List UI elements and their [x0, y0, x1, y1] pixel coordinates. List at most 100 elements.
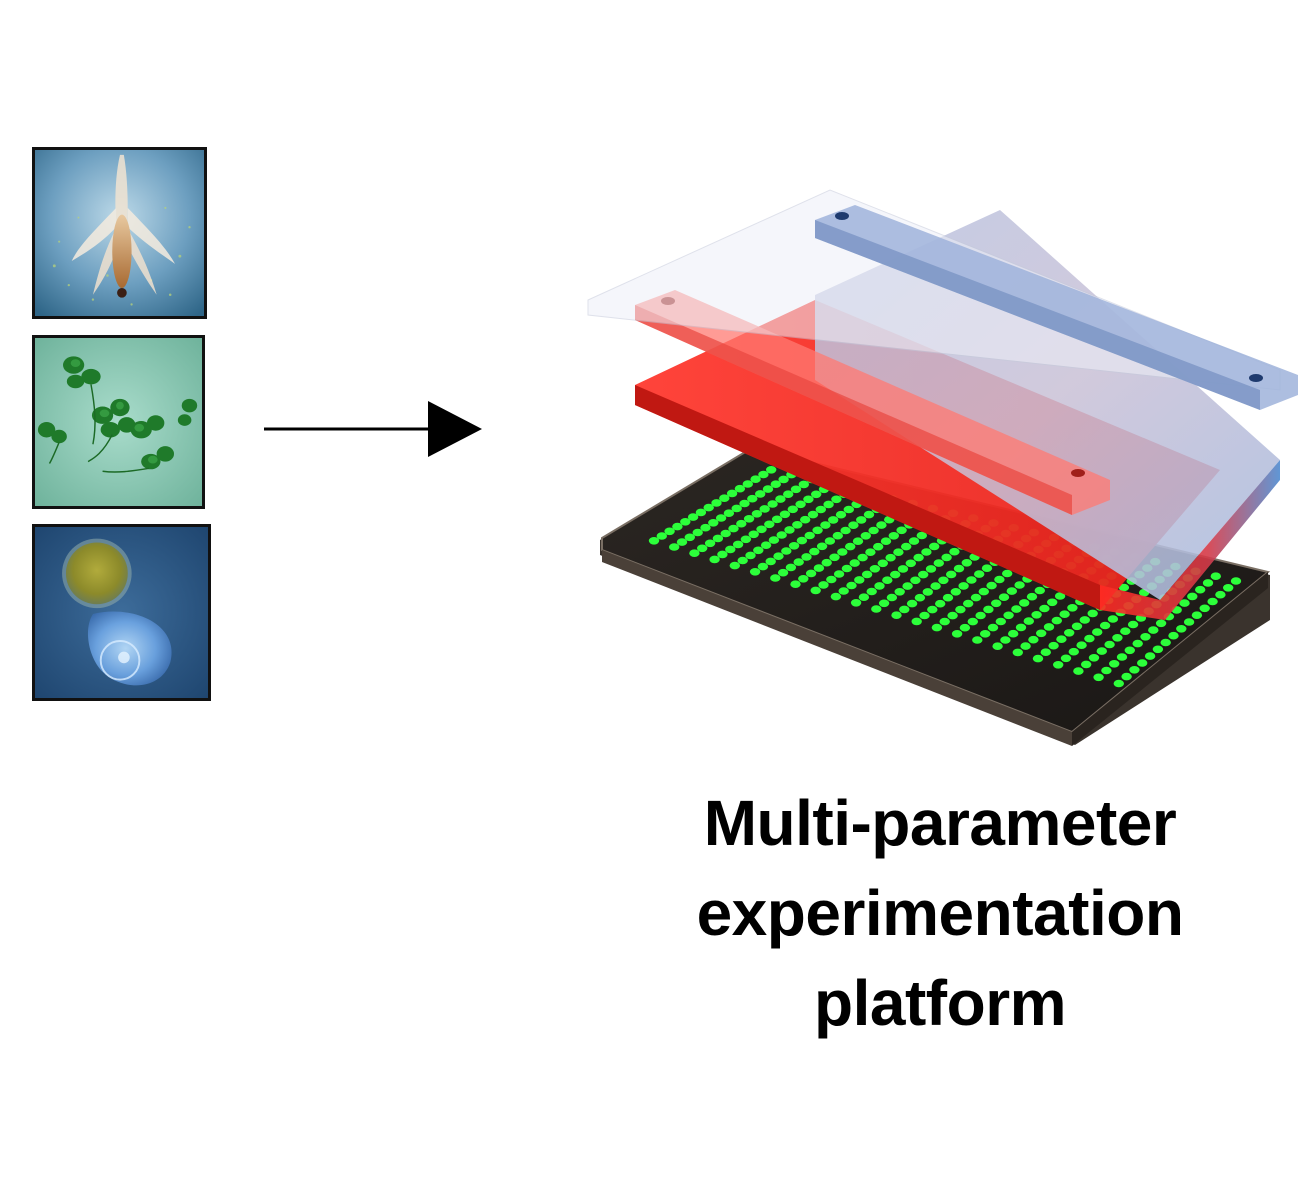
well [729, 561, 740, 570]
well [925, 565, 937, 573]
well [876, 521, 887, 529]
well [704, 539, 716, 548]
well [987, 623, 999, 632]
well [760, 541, 772, 549]
well [1140, 633, 1151, 641]
well [1101, 666, 1112, 675]
well [720, 529, 731, 538]
well [1064, 629, 1075, 637]
well [837, 548, 848, 556]
well [1053, 661, 1064, 669]
well [1048, 641, 1059, 650]
well [830, 592, 842, 601]
well [804, 531, 815, 540]
well [787, 505, 798, 514]
well [783, 490, 794, 499]
well [1031, 611, 1042, 619]
well [1195, 585, 1206, 594]
well [840, 526, 851, 535]
well [672, 522, 683, 531]
well [980, 630, 991, 638]
well [1034, 586, 1045, 595]
well [848, 521, 859, 529]
well [878, 599, 890, 608]
well [1121, 672, 1132, 681]
well [1118, 583, 1130, 592]
well [1012, 648, 1023, 657]
platform-caption: Multi-parameter experimentation platform [600, 778, 1280, 1048]
well [1160, 638, 1171, 647]
well [1008, 629, 1019, 638]
well [736, 519, 747, 528]
well [860, 532, 871, 540]
caption-line-2: experimentation [696, 877, 1184, 949]
well [1132, 639, 1143, 648]
well [1043, 623, 1055, 631]
well [726, 489, 738, 498]
well [902, 582, 913, 590]
well [873, 542, 884, 551]
well [901, 542, 912, 551]
well [1032, 654, 1044, 663]
well [811, 490, 822, 499]
well [938, 576, 949, 585]
well [845, 542, 856, 551]
well [1215, 590, 1226, 599]
well [1006, 587, 1017, 595]
well [854, 576, 865, 584]
well [1060, 654, 1072, 663]
well [992, 642, 1003, 650]
well [813, 564, 825, 572]
well [829, 553, 840, 562]
well [831, 495, 842, 504]
well [947, 611, 958, 620]
well [770, 480, 781, 489]
well [676, 538, 688, 546]
well [790, 485, 802, 494]
well [1148, 626, 1159, 634]
well [1020, 642, 1031, 650]
well [648, 537, 660, 545]
well [906, 599, 918, 608]
well [846, 581, 857, 590]
well [1087, 609, 1098, 618]
well [765, 557, 776, 566]
well [891, 611, 902, 619]
well [1096, 647, 1107, 655]
well [930, 582, 941, 590]
platform-illustration [580, 180, 1299, 760]
well [1179, 599, 1190, 607]
well [1129, 666, 1140, 674]
well [762, 485, 774, 493]
well [931, 623, 943, 632]
well [800, 515, 811, 524]
well [974, 570, 985, 578]
well [1081, 660, 1092, 669]
well [1210, 572, 1221, 580]
well [1088, 654, 1100, 662]
well [933, 559, 944, 567]
well [824, 537, 836, 545]
well [963, 599, 974, 608]
well [922, 588, 933, 596]
well [1040, 648, 1051, 656]
well [1054, 592, 1066, 600]
well [725, 545, 736, 554]
well [656, 532, 667, 540]
well [910, 576, 921, 585]
well [939, 617, 950, 626]
well [715, 514, 727, 522]
well [777, 568, 789, 577]
well [749, 568, 761, 576]
well [921, 548, 932, 556]
well [1036, 629, 1047, 638]
well [1223, 584, 1234, 592]
well [1207, 597, 1218, 606]
well [1099, 621, 1111, 630]
well [1202, 579, 1214, 587]
well [888, 532, 899, 540]
well [711, 499, 722, 507]
well [1092, 628, 1103, 636]
well [1028, 635, 1039, 644]
well [1011, 605, 1022, 613]
